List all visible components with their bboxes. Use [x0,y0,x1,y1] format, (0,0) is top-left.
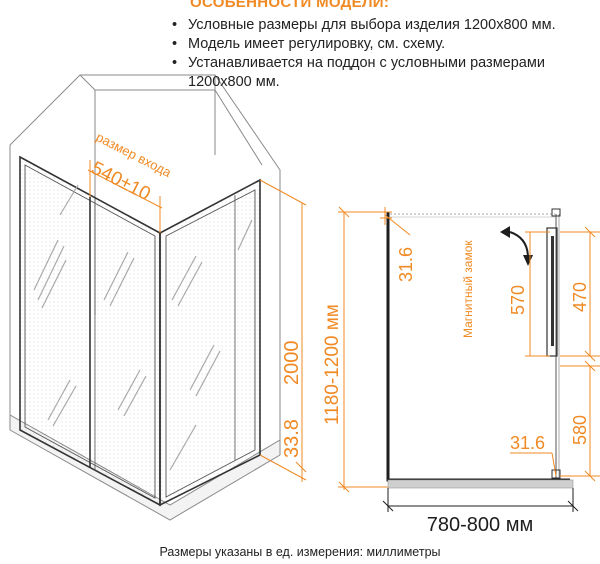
width-dimension [382,488,579,512]
shower-iso-view [9,74,281,521]
top-gap-value: 31.6 [396,247,416,282]
span-570-value: 570 [508,285,528,315]
base-value: 33.8 [281,419,303,458]
magnet-label-1: Магнитный замок [461,240,475,338]
magnet-arrow-tail [500,226,510,238]
span-470-dimension [560,226,600,362]
features-list: Условные размеры для выбора изделия 1200… [170,16,595,92]
width-range: 780-800 мм [427,514,533,536]
room-wall-back [9,74,216,155]
magnet-arrow-head [523,255,533,266]
depth-range: 1180-1200 мм [322,304,343,425]
side-glass-panel [159,178,261,507]
top-gap-dimension [380,207,411,236]
bottom-gap-dimension [510,452,557,477]
units-footnote: Размеры указаны в ед. измерения: миллиме… [159,545,441,559]
room-wall-right [214,74,281,440]
height-value: 2000 [281,341,303,386]
span-580-dimension [560,360,600,482]
span-470-value: 470 [570,282,590,312]
feature-item: Модель имеет регулировку, см. схему. [170,35,595,54]
floor-plan [386,208,574,489]
depth-dimension [338,206,390,493]
magnet-arrow [509,231,529,259]
span-580-value: 580 [570,415,590,445]
feature-item: Условные размеры для выбора изделия 1200… [170,16,595,35]
height-dimension [259,179,307,482]
span-570-dimension [525,231,550,357]
feature-item: Устанавливается на поддон с условными ра… [170,54,595,92]
bottom-gap-value: 31.6 [510,433,545,453]
features-heading: ОСОБЕННОСТИ МОДЕЛИ: [190,0,390,11]
entrance-dimension [87,160,163,233]
front-glass-panels [19,155,161,507]
